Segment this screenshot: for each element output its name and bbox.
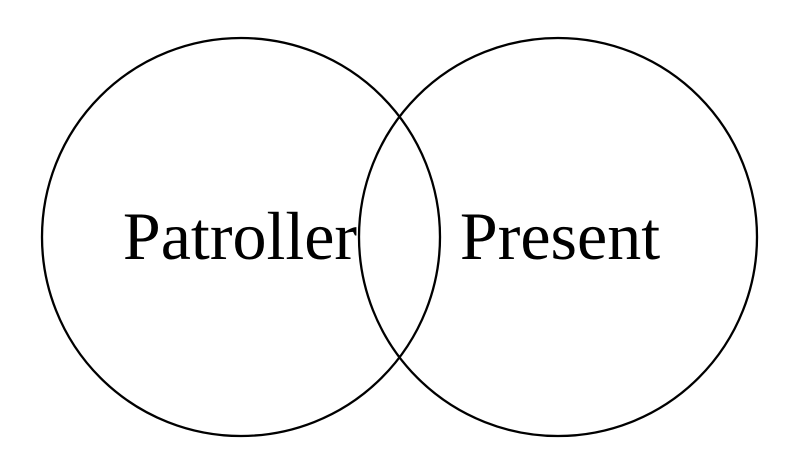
right-set-label: Present <box>459 198 661 274</box>
right-circle-outline <box>357 36 759 438</box>
left-set-label: Patroller <box>122 198 358 274</box>
left-circle-outline <box>40 36 442 438</box>
